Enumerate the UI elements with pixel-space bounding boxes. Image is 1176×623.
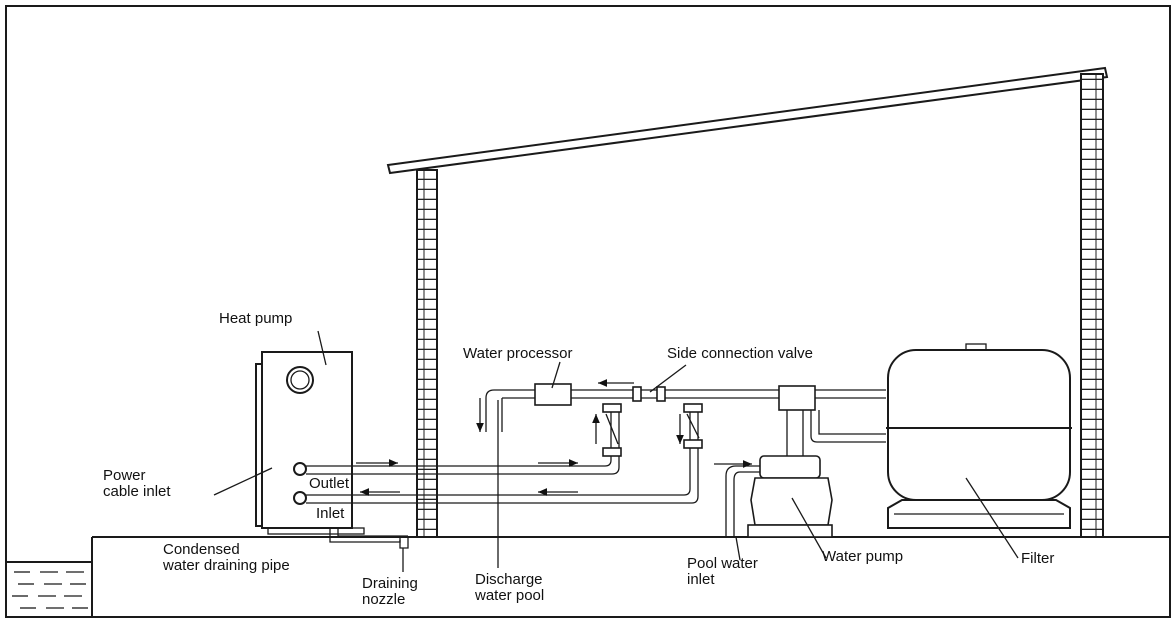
condensate-drain-pipe	[329, 528, 409, 549]
right-brick-wall	[1080, 73, 1104, 538]
frame-border	[5, 5, 1171, 618]
inlet-pipe	[306, 404, 699, 504]
label-water-pump: Water pump	[822, 548, 903, 565]
filter-tank	[886, 343, 1072, 529]
valve-return-branch	[683, 403, 703, 449]
roof	[386, 66, 1109, 175]
label-filter: Filter	[1021, 550, 1054, 567]
label-condensed-line1: Condensed	[163, 541, 240, 558]
side-connection-valve	[632, 386, 666, 402]
water-pump	[725, 385, 833, 538]
label-power-line2: cable inlet	[103, 483, 171, 500]
leader-lines	[213, 330, 1019, 572]
label-pool-water-line1: Pool water	[687, 555, 758, 572]
water-processor	[534, 383, 572, 406]
valve-processor-branch	[602, 403, 622, 457]
label-pool-water-line2: inlet	[687, 571, 715, 588]
label-outlet: Outlet	[309, 475, 350, 492]
label-side-connection-valve: Side connection valve	[667, 345, 813, 362]
outlet-pipe	[306, 404, 620, 475]
flow-arrows	[356, 379, 752, 496]
label-heat-pump: Heat pump	[219, 310, 292, 327]
label-draining-line2: nozzle	[362, 591, 405, 608]
label-discharge-line1: Discharge	[475, 571, 543, 588]
outlet-port	[293, 462, 307, 476]
left-brick-wall	[416, 169, 438, 538]
label-condensed-line2: water draining pipe	[162, 557, 290, 574]
inlet-port	[293, 491, 307, 505]
label-inlet: Inlet	[316, 505, 345, 522]
filter-connection-pipe	[810, 410, 886, 443]
label-draining-line1: Draining	[362, 575, 418, 592]
label-water-processor: Water processor	[463, 345, 572, 362]
label-discharge-line2: water pool	[474, 587, 544, 604]
pool-water	[6, 561, 92, 609]
heat-pump-unit	[255, 351, 365, 535]
label-power-line1: Power	[103, 467, 146, 484]
ground	[91, 536, 1170, 617]
